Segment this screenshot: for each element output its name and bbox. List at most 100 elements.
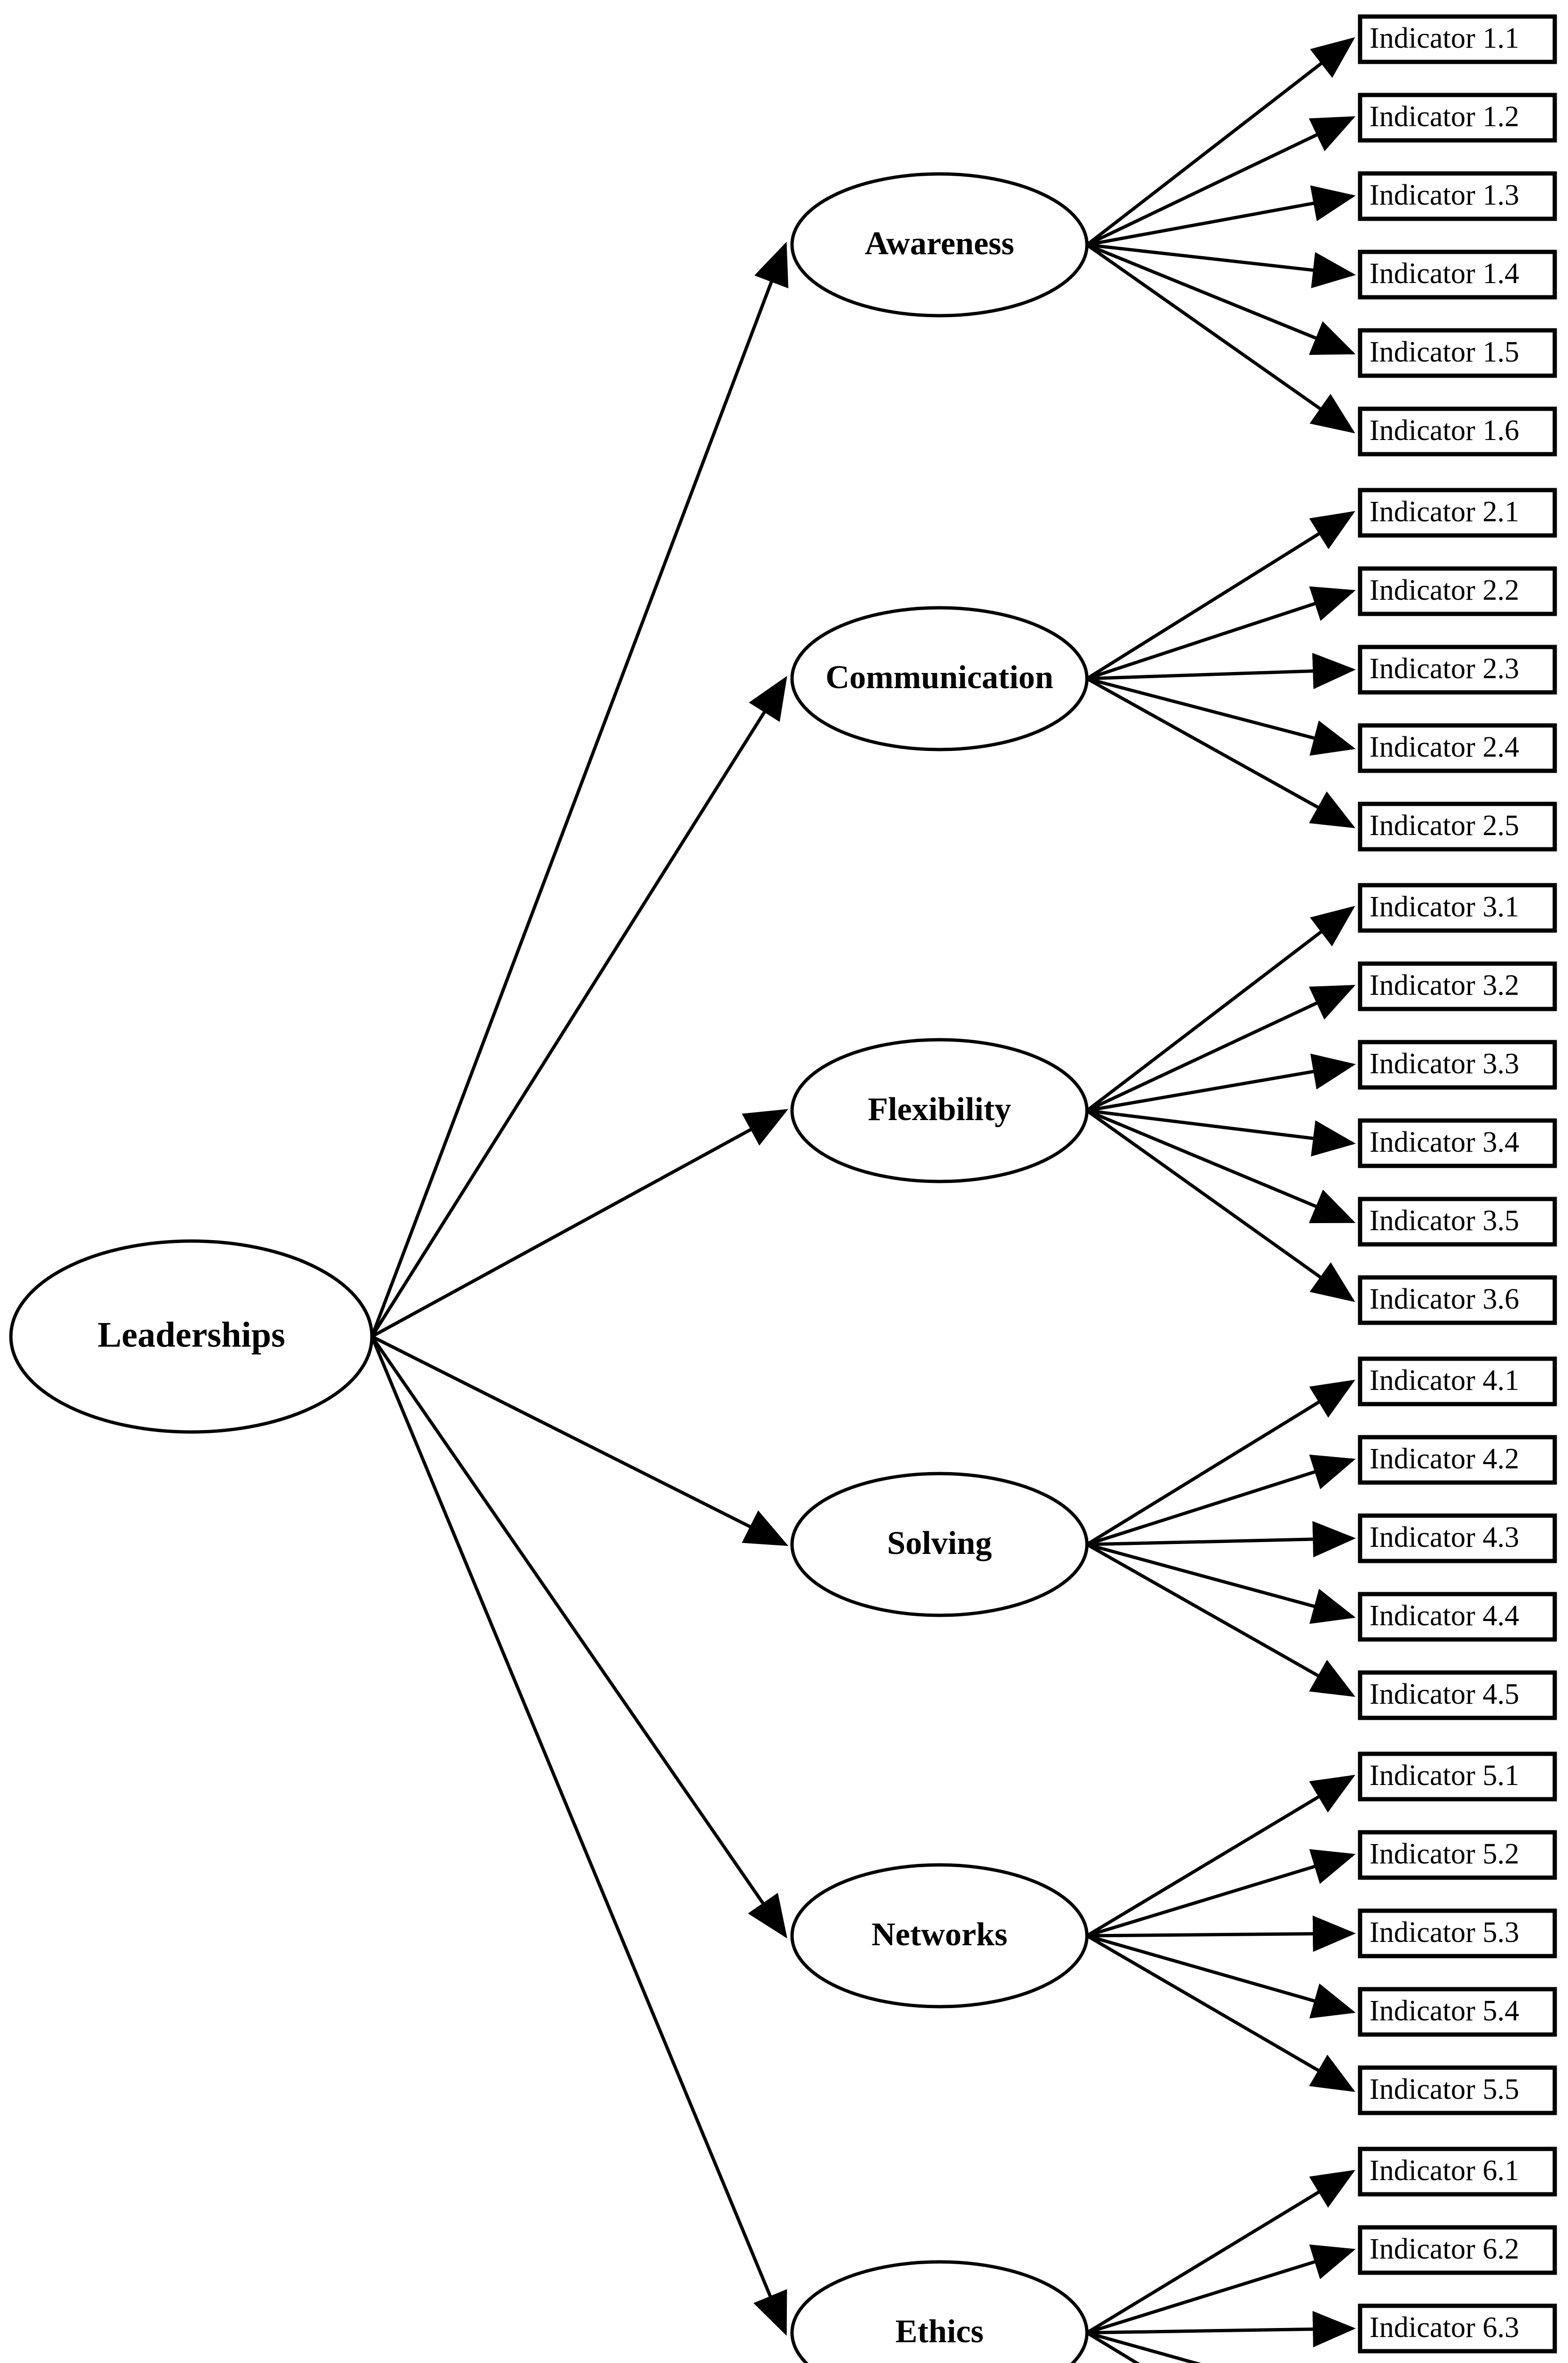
edge-awareness-to-indicator <box>1086 185 1356 247</box>
factor-node-flexibility[interactable] <box>790 1038 1089 1183</box>
indicator-box[interactable] <box>1358 566 1557 616</box>
indicator-label: Indicator 6.2 <box>1370 2233 1519 2265</box>
indicator-box[interactable] <box>1358 723 1557 773</box>
factor-label-networks: Networks <box>871 1916 1008 1953</box>
edge-networks-to-indicator <box>1086 1934 1356 2092</box>
edge-root-to-awareness <box>370 241 789 1337</box>
indicator-label: Indicator 4.1 <box>1370 1364 1519 1397</box>
factor-node-networks[interactable] <box>790 1863 1089 2009</box>
edge-ethics-to-indicator <box>1086 2311 1356 2347</box>
edge-solving-to-indicator <box>1086 1543 1356 1697</box>
edge-awareness-to-indicator <box>1086 116 1356 247</box>
indicator-label: Indicator 2.2 <box>1370 574 1519 606</box>
edge-networks-to-indicator <box>1086 1775 1356 1938</box>
indicator-box[interactable] <box>1358 1118 1557 1168</box>
edge-solving-to-indicator <box>1086 1380 1355 1546</box>
indicator-label: Indicator 3.5 <box>1370 1205 1519 1237</box>
indicator-label: Indicator 1.4 <box>1370 258 1519 290</box>
indicator-box[interactable] <box>1358 1513 1557 1563</box>
edge-ethics-to-indicator <box>1086 2331 1202 2363</box>
indicator-label: Indicator 5.2 <box>1370 1838 1519 1870</box>
edge-awareness-to-indicator <box>1086 37 1355 246</box>
indicator-box[interactable] <box>1358 2065 1557 2115</box>
indicator-box[interactable] <box>1358 1751 1557 1802</box>
edge-communication-to-indicator <box>1086 586 1356 681</box>
indicator-label: Indicator 1.5 <box>1370 336 1519 368</box>
indicator-box[interactable] <box>1358 1987 1557 2037</box>
indicator-label: Indicator 6.1 <box>1370 2155 1519 2187</box>
edge-solving-to-indicator <box>1086 1454 1356 1546</box>
indicator-box[interactable] <box>1358 1197 1557 1247</box>
indicator-label: Indicator 3.6 <box>1370 1283 1519 1315</box>
edge-communication-to-indicator <box>1086 677 1356 756</box>
factor-node-awareness[interactable] <box>790 172 1089 318</box>
edge-flexibility-to-indicator <box>1086 984 1356 1113</box>
indicator-label: Indicator 1.1 <box>1370 22 1519 54</box>
indicator-box[interactable] <box>1358 1435 1557 1485</box>
edge-root-to-networks <box>370 1336 787 1939</box>
indicator-box[interactable] <box>1358 93 1557 143</box>
edge-networks-to-indicator <box>1086 1934 1356 2018</box>
indicator-box[interactable] <box>1358 645 1557 695</box>
indicator-box[interactable] <box>1358 328 1557 378</box>
edge-solving-to-indicator <box>1086 1521 1356 1558</box>
indicator-box[interactable] <box>1358 14 1557 64</box>
edge-solving-to-indicator <box>1086 1543 1356 1624</box>
edge-awareness-to-indicator <box>1086 243 1356 288</box>
indicator-box[interactable] <box>1358 406 1557 457</box>
edge-ethics-to-indicator <box>1086 2331 1140 2363</box>
indicator-box[interactable] <box>1358 1040 1557 1090</box>
factor-node-group: AwarenessCommunicationFlexibilitySolving… <box>790 172 1089 2363</box>
indicator-label: Indicator 4.4 <box>1370 1600 1519 1632</box>
indicator-label: Indicator 5.1 <box>1370 1759 1519 1792</box>
edge-flexibility-to-indicator <box>1086 1109 1355 1302</box>
indicator-label: Indicator 1.6 <box>1370 414 1519 447</box>
indicator-label: Indicator 3.2 <box>1370 969 1519 1001</box>
indicator-label: Indicator 1.2 <box>1370 101 1519 133</box>
indicator-label: Indicator 4.3 <box>1370 1521 1519 1553</box>
edge-flexibility-to-indicator <box>1086 1109 1356 1224</box>
indicator-box[interactable] <box>1358 250 1557 300</box>
indicator-box[interactable] <box>1358 2225 1557 2275</box>
indicator-box[interactable] <box>1358 1592 1557 1642</box>
edge-root-to-communication <box>370 676 787 1337</box>
indicator-box[interactable] <box>1358 1908 1557 1958</box>
indicator-box[interactable] <box>1358 883 1557 933</box>
indicator-label: Indicator 6.3 <box>1370 2311 1519 2344</box>
indicator-label: Indicator 3.3 <box>1370 1048 1519 1080</box>
indicator-label: Indicator 2.4 <box>1370 731 1519 763</box>
indicator-box[interactable] <box>1358 961 1557 1011</box>
indicator-box[interactable] <box>1358 802 1557 852</box>
indicator-box[interactable] <box>1358 2147 1557 2197</box>
factor-label-ethics: Ethics <box>896 2313 984 2350</box>
root-node-ellipse[interactable] <box>9 1239 374 1434</box>
indicator-label: Indicator 5.3 <box>1370 1916 1519 1949</box>
edge-networks-to-indicator <box>1086 1915 1356 1952</box>
root-node-label: Leaderships <box>98 1315 285 1354</box>
factor-label-solving: Solving <box>887 1525 992 1561</box>
factor-label-awareness: Awareness <box>865 225 1014 262</box>
indicator-box[interactable] <box>1358 1670 1557 1720</box>
root-node-group: Leaderships <box>9 1239 374 1434</box>
indicator-box[interactable] <box>1358 2303 1557 2354</box>
indicator-box[interactable] <box>1358 488 1557 538</box>
factor-node-ethics[interactable] <box>790 2260 1089 2363</box>
indicator-label: Indicator 2.5 <box>1370 810 1519 842</box>
edge-awareness-to-indicator <box>1086 243 1356 355</box>
factor-node-solving[interactable] <box>790 1472 1089 1617</box>
indicator-label: Indicator 2.3 <box>1370 653 1519 685</box>
indicator-label: Indicator 5.5 <box>1370 2073 1519 2105</box>
factor-label-flexibility: Flexibility <box>868 1091 1011 1128</box>
factor-node-communication[interactable] <box>790 606 1089 751</box>
indicator-box[interactable] <box>1358 1275 1557 1325</box>
edge-awareness-to-indicator <box>1086 243 1355 434</box>
indicator-box[interactable] <box>1358 1830 1557 1880</box>
edge-flexibility-to-indicator <box>1086 1109 1356 1156</box>
indicator-box[interactable] <box>1358 171 1557 221</box>
edge-communication-to-indicator <box>1086 653 1356 690</box>
indicator-box[interactable] <box>1358 1356 1557 1406</box>
indicator-label: Indicator 3.4 <box>1370 1126 1519 1158</box>
